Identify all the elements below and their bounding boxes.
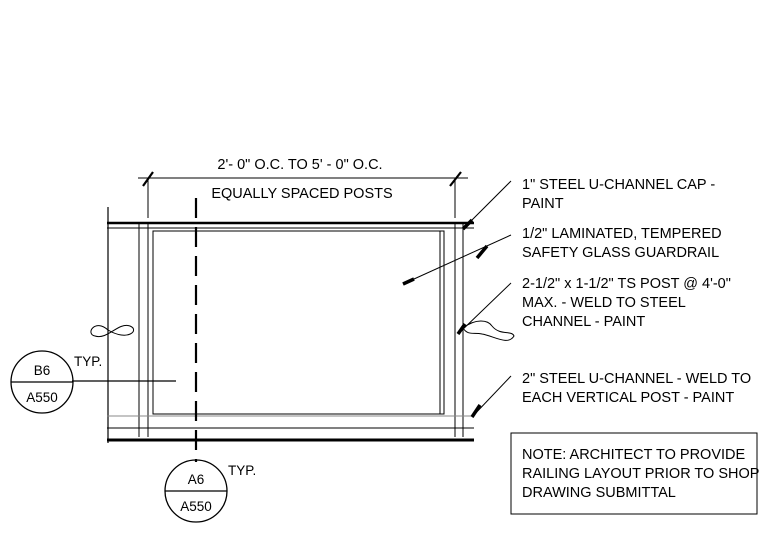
leader-lines [402, 180, 512, 418]
note-line-1: NOTE: ARCHITECT TO PROVIDE [522, 447, 746, 463]
callout-cap-line-2: PAINT [522, 196, 564, 212]
leader-mark-glass-edge [475, 244, 489, 260]
callout-bottom-channel-line-2: EACH VERTICAL POST - PAINT [522, 390, 734, 406]
leader-mark-cap [461, 218, 474, 231]
section-tag-b6 [10, 350, 74, 414]
callout-post-line-3: CHANNEL - PAINT [522, 314, 645, 330]
section-tag-b6-typ-label: TYP. [74, 354, 102, 369]
callout-bottom-channel-line-1: 2" STEEL U-CHANNEL - WELD TO [522, 371, 751, 387]
callout-post-line-1: 2-1/2" x 1-1/2" TS POST @ 4'-0" [522, 276, 731, 292]
callout-cap-line-1: 1" STEEL U-CHANNEL CAP - [522, 177, 715, 193]
break-symbol-right [462, 320, 515, 341]
dimension-group [138, 171, 468, 218]
break-symbol-left [90, 324, 135, 338]
callout-post-line-2: MAX. - WELD TO STEEL [522, 295, 686, 311]
section-tag-a6-detail-number: A6 [188, 472, 205, 487]
leader-line-cap [464, 180, 512, 228]
leader-mark-glass [402, 277, 415, 286]
leader-mark-post [456, 322, 467, 336]
railing-elevation [90, 207, 515, 443]
section-tag-a6 [164, 459, 228, 523]
dimension-label-equally-spaced: EQUALLY SPACED POSTS [211, 186, 392, 202]
glass-panel-outline [152, 230, 445, 415]
leader-mark-bottom-channel [470, 404, 482, 418]
note-box [510, 432, 758, 515]
leader-line-glass [402, 234, 512, 285]
dimension-label-spacing: 2'- 0" O.C. TO 5' - 0" O.C. [217, 157, 382, 173]
leader-line-post [457, 282, 512, 335]
note-line-2: RAILING LAYOUT PRIOR TO SHOP [522, 466, 759, 482]
callout-glass-line-1: 1/2" LAMINATED, TEMPERED [522, 226, 722, 242]
section-tag-b6-sheet-number: A550 [26, 390, 58, 405]
section-tag-a6-sheet-number: A550 [180, 499, 212, 514]
note-line-3: DRAWING SUBMITTAL [522, 485, 676, 501]
callout-glass-line-2: SAFETY GLASS GUARDRAIL [522, 245, 719, 261]
section-tag-a6-typ-label: TYP. [228, 463, 256, 478]
section-tag-b6-detail-number: B6 [34, 363, 51, 378]
